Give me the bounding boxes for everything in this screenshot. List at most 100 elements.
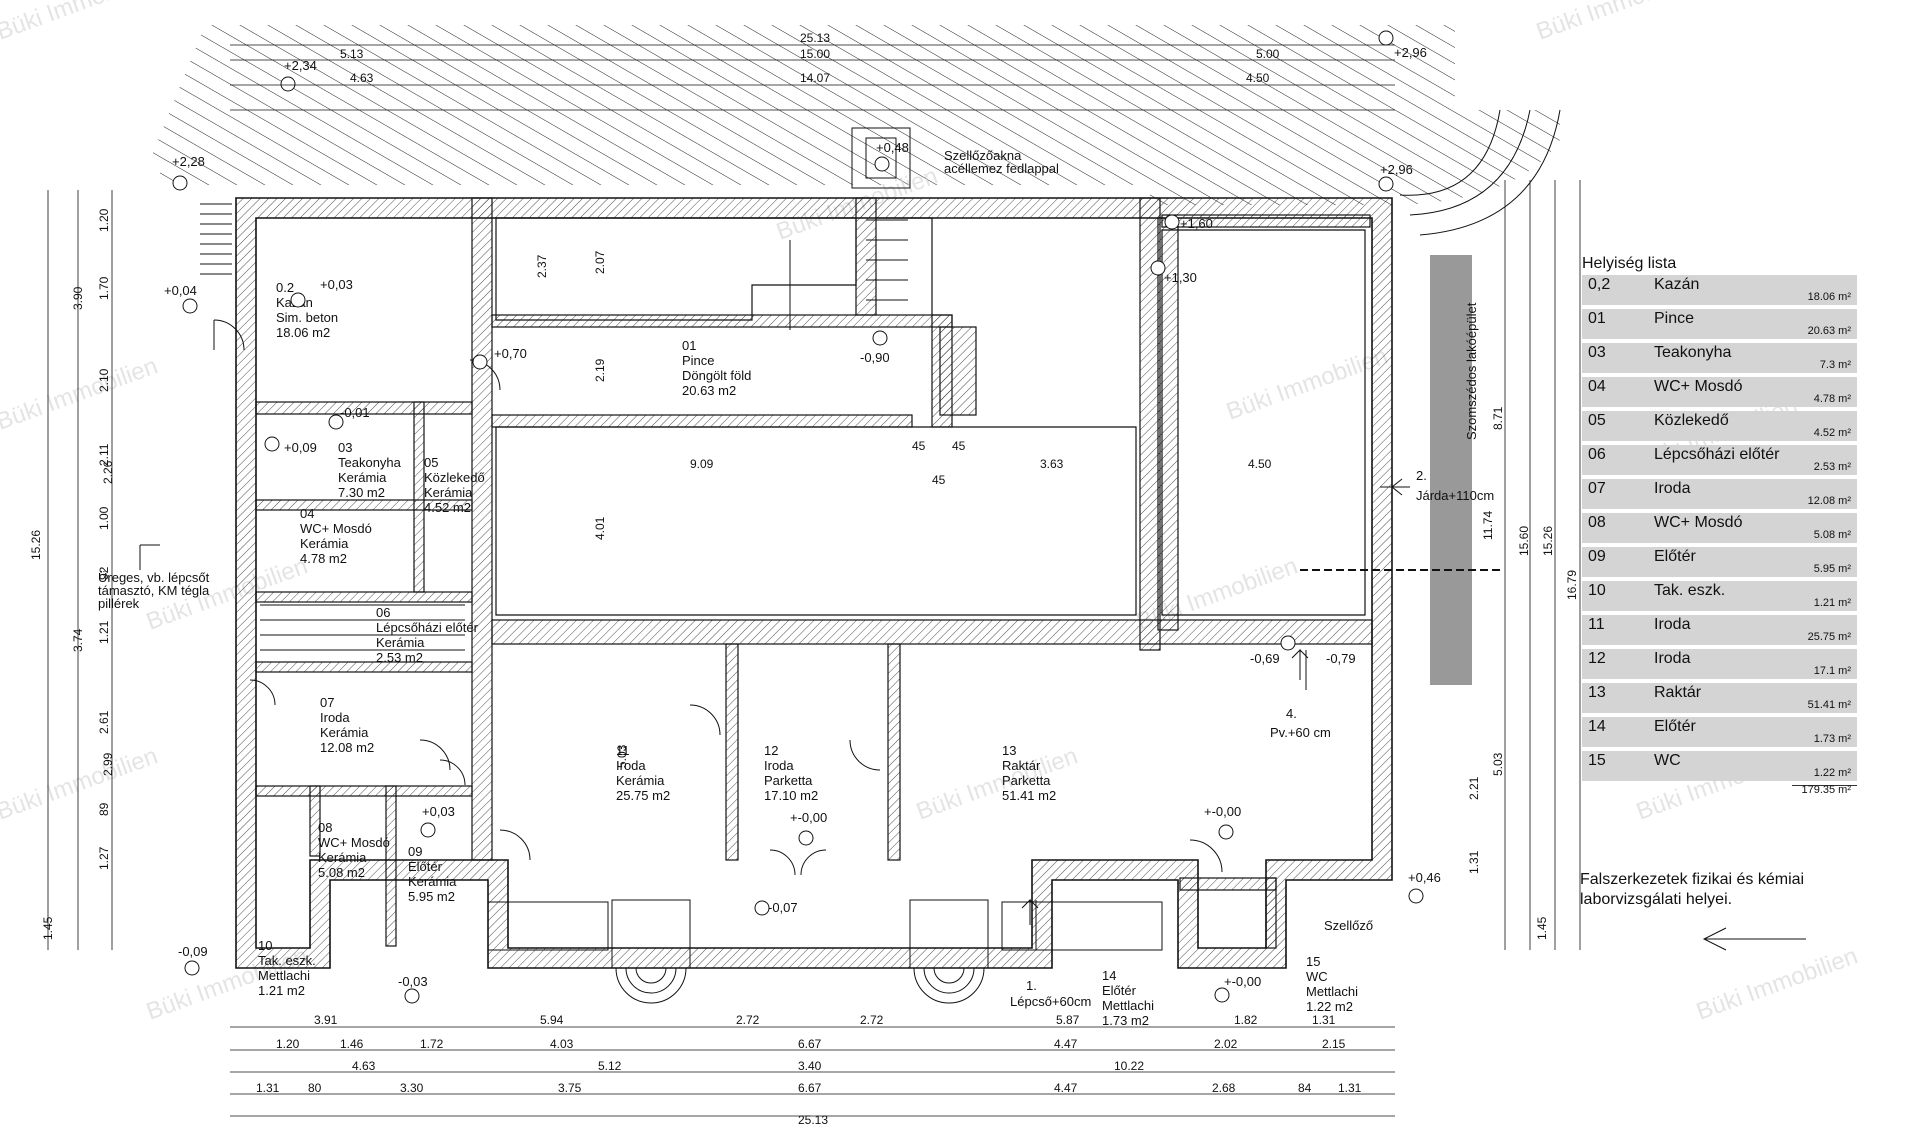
room-list-name: WC+ Mosdó — [1654, 378, 1743, 395]
stair-shaft — [200, 109, 1561, 1004]
svg-text:15.26: 15.26 — [29, 530, 43, 560]
svg-text:04: 04 — [300, 506, 314, 521]
room-list-area: 1.21 m² — [1813, 597, 1851, 609]
svg-text:18.06 m2: 18.06 m2 — [276, 325, 330, 340]
door-swings — [213, 319, 1223, 876]
svg-text:2.61: 2.61 — [97, 710, 111, 734]
lab-arrow-icon — [1702, 927, 1806, 951]
annotations: Szellőzőakna acéllemez fedlappal Üreges,… — [98, 148, 1502, 1009]
room-list-total: 179.35 m² — [1801, 784, 1851, 796]
elev-marker: -0,03 — [398, 974, 428, 1004]
room-list-name: Teakonyha — [1654, 344, 1732, 361]
svg-text:2.07: 2.07 — [593, 250, 607, 274]
room-list-area: 1.73 m² — [1813, 733, 1851, 745]
room-list-area: 17.1 m² — [1813, 665, 1851, 677]
svg-text:1.73 m2: 1.73 m2 — [1102, 1013, 1149, 1028]
room-list-num: 0,2 — [1588, 276, 1611, 293]
svg-text:13: 13 — [1002, 743, 1016, 758]
svg-text:6.67: 6.67 — [798, 1037, 822, 1051]
svg-text:1.31: 1.31 — [256, 1081, 280, 1095]
svg-text:2.37: 2.37 — [535, 254, 549, 278]
svg-text:Büki Immobilien: Büki Immobilien — [0, 352, 161, 435]
svg-text:89: 89 — [97, 802, 111, 816]
room-list-name: Lépcsőházi előtér — [1654, 446, 1780, 463]
room-list-area: 5.08 m² — [1813, 529, 1851, 541]
svg-text:0.2: 0.2 — [276, 280, 294, 295]
svg-text:10: 10 — [258, 938, 272, 953]
svg-text:Büki Immobilien: Büki Immobilien — [913, 742, 1081, 825]
svg-text:1.27: 1.27 — [97, 846, 111, 870]
svg-text:2.11: 2.11 — [97, 443, 111, 466]
svg-text:17.10 m2: 17.10 m2 — [764, 788, 818, 803]
svg-text:1.45: 1.45 — [1535, 916, 1549, 940]
svg-text:+2,34: +2,34 — [284, 58, 317, 73]
room-list-area: 12.08 m² — [1807, 495, 1851, 507]
svg-text:05: 05 — [424, 455, 438, 470]
svg-text:+0,09: +0,09 — [284, 440, 317, 455]
svg-text:+1,30: +1,30 — [1164, 270, 1197, 285]
svg-text:14: 14 — [1102, 968, 1116, 983]
dimension-lines — [47, 44, 1581, 1117]
svg-text:Teakonyha: Teakonyha — [338, 455, 402, 470]
svg-text:45: 45 — [952, 439, 966, 453]
svg-text:4.63: 4.63 — [350, 71, 374, 85]
svg-text:3.90: 3.90 — [71, 286, 85, 310]
svg-text:45: 45 — [912, 439, 926, 453]
svg-text:Szellőző: Szellőző — [1324, 918, 1373, 933]
elevation-markers: +2,34 +2,96 +2,28 +0,48 +2,96 +1,60 +1,3… — [164, 30, 1441, 1004]
room-list-total-rule — [1792, 785, 1857, 786]
svg-text:08: 08 — [318, 820, 332, 835]
room-list-area: 51.41 m² — [1807, 699, 1851, 711]
svg-text:1.31: 1.31 — [1467, 850, 1481, 874]
svg-text:1.20: 1.20 — [276, 1037, 300, 1051]
svg-text:11: 11 — [616, 743, 630, 758]
svg-text:4.47: 4.47 — [1054, 1037, 1078, 1051]
svg-text:5.13: 5.13 — [340, 47, 364, 61]
room-list-name: Közlekedő — [1654, 412, 1729, 429]
svg-text:11.74: 11.74 — [1481, 511, 1495, 540]
svg-text:3.40: 3.40 — [798, 1059, 822, 1073]
neighbor-building: Szomszédos lakóépület — [1430, 255, 1479, 685]
svg-text:4.47: 4.47 — [1054, 1081, 1078, 1095]
elev-marker: +1,60 — [1164, 214, 1213, 231]
svg-text:1.72: 1.72 — [420, 1037, 444, 1051]
svg-text:-0,07: -0,07 — [768, 900, 798, 915]
svg-text:5.03: 5.03 — [1491, 752, 1505, 776]
svg-text:Előtér: Előtér — [1102, 983, 1137, 998]
svg-text:14.07: 14.07 — [800, 71, 830, 85]
room-list-num: 01 — [1588, 310, 1606, 327]
svg-text:4.52 m2: 4.52 m2 — [424, 500, 471, 515]
svg-text:Iroda: Iroda — [320, 710, 350, 725]
svg-text:-0,03: -0,03 — [398, 974, 428, 989]
svg-text:+-0,00: +-0,00 — [1224, 974, 1261, 989]
svg-text:2.02: 2.02 — [1214, 1037, 1238, 1051]
room-list-name: Kazán — [1654, 276, 1700, 293]
svg-text:Sim. beton: Sim. beton — [276, 310, 338, 325]
svg-text:5.87: 5.87 — [1056, 1013, 1080, 1027]
room-list-name: Előtér — [1654, 548, 1696, 565]
svg-text:+0,48: +0,48 — [876, 140, 909, 155]
lab-note: Falszerkezetek fizikai és kémiai laborvi… — [1580, 871, 1805, 908]
room-list-name: Raktár — [1654, 684, 1702, 701]
dimension-labels: 25.13 15.00 14.07 5.13 4.63 5.00 4.50 25… — [29, 31, 1579, 1127]
svg-text:1.82: 1.82 — [1234, 1013, 1258, 1027]
svg-text:Pince: Pince — [682, 353, 715, 368]
svg-text:Büki Immobilien: Büki Immobilien — [0, 742, 161, 825]
svg-text:5.94: 5.94 — [540, 1013, 564, 1027]
svg-text:Büki Immobilien: Büki Immobilien — [1223, 342, 1391, 425]
svg-text:+0,03: +0,03 — [422, 804, 455, 819]
svg-text:5.12: 5.12 — [598, 1059, 622, 1073]
svg-text:10.22: 10.22 — [1114, 1059, 1144, 1073]
svg-text:01: 01 — [682, 338, 696, 353]
svg-text:-0,01: -0,01 — [340, 405, 370, 420]
